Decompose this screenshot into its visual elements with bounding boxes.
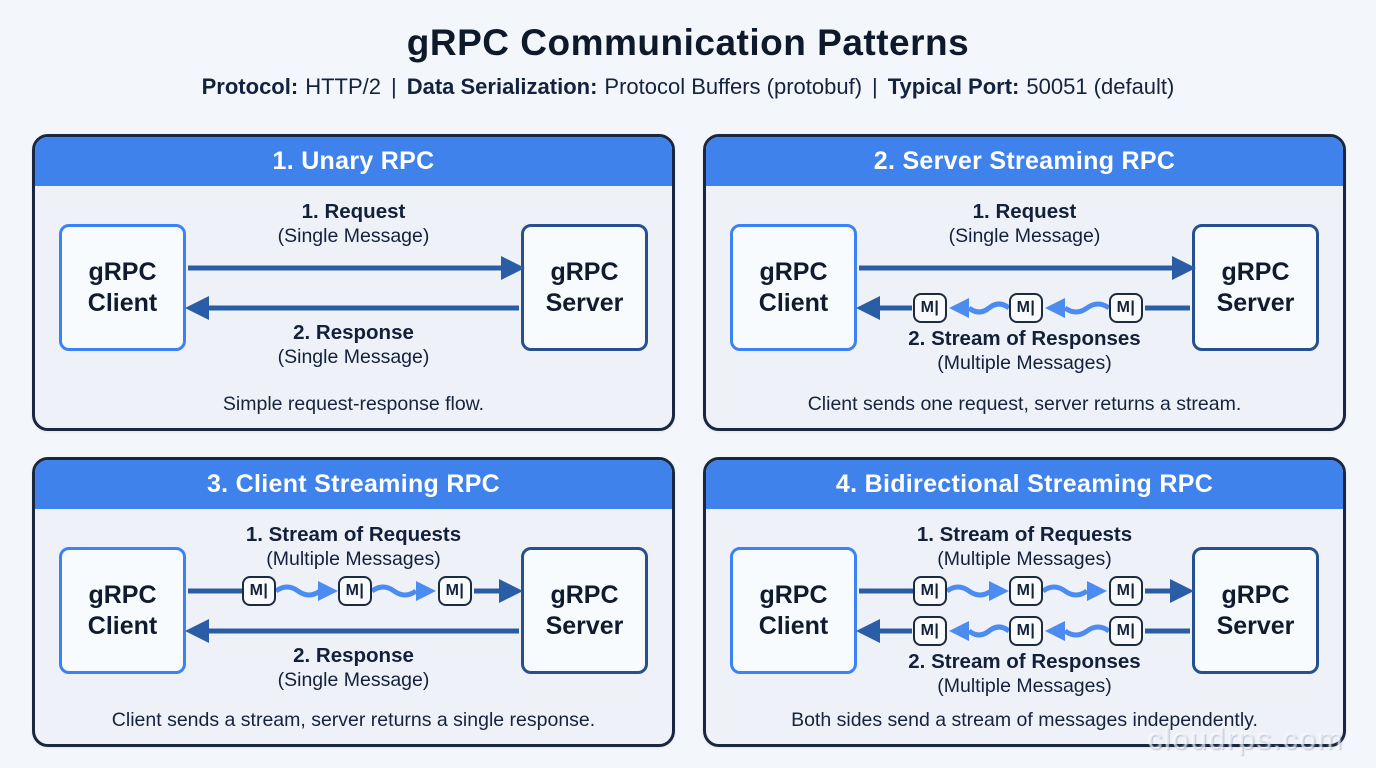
- response-stream-label: 2. Stream of Responses (Multiple Message…: [856, 649, 1193, 698]
- protocol-value: HTTP/2: [305, 74, 381, 99]
- panel-bidirectional-streaming-rpc: 4. Bidirectional Streaming RPC gRPC Clie…: [703, 457, 1346, 747]
- port-value: 50051 (default): [1026, 74, 1175, 99]
- panel-caption: Both sides send a stream of messages ind…: [791, 709, 1258, 731]
- panel-server-streaming-rpc: 2. Server Streaming RPC gRPC Client gRPC…: [703, 134, 1346, 431]
- panel-title: 2. Server Streaming RPC: [706, 137, 1343, 186]
- subtitle: Protocol:HTTP/2 | Data Serialization:Proto…: [0, 73, 1376, 101]
- request-stream-label: 1. Stream of Requests (Multiple Messages…: [185, 522, 522, 571]
- arrow-label-sub: (Single Message): [277, 225, 430, 247]
- request-label: 1. Request (Single Message): [856, 199, 1193, 248]
- page-title: gRPC Communication Patterns: [406, 22, 970, 63]
- arrow-label-sub: (Multiple Messages): [937, 675, 1112, 697]
- panel-unary-rpc: 1. Unary RPC gRPC Client gRPC Server 1. …: [32, 134, 675, 431]
- arrow-label-sub: (Single Message): [277, 346, 430, 368]
- panel-caption: Client sends one request, server returns…: [807, 393, 1242, 415]
- panel-title: 4. Bidirectional Streaming RPC: [706, 460, 1343, 509]
- panel-title: 1. Unary RPC: [35, 137, 672, 186]
- arrow-label-title: 1. Stream of Requests: [245, 523, 462, 546]
- arrow-label-sub: (Multiple Messages): [937, 548, 1112, 570]
- grpc-server-node: gRPC Server: [1192, 547, 1319, 674]
- arrow-label-title: 2. Response: [293, 644, 414, 667]
- grpc-client-node: gRPC Client: [730, 224, 857, 351]
- arrow-label-sub: (Single Message): [277, 669, 430, 691]
- serialization-label: Data Serialization:: [406, 74, 598, 99]
- arrow-label-sub: (Multiple Messages): [937, 352, 1112, 374]
- separator: |: [390, 74, 397, 99]
- arrow-label-title: 1. Request: [972, 200, 1077, 223]
- panel-caption: Simple request-response flow.: [222, 393, 485, 415]
- message-chip: M|: [1009, 293, 1043, 323]
- arrow-label-title: 2. Stream of Responses: [908, 650, 1141, 673]
- grpc-server-node: gRPC Server: [521, 547, 648, 674]
- grpc-client-node: gRPC Client: [730, 547, 857, 674]
- message-chip: M|: [1109, 616, 1143, 646]
- message-chip: M|: [1109, 293, 1143, 323]
- message-chip: M|: [438, 576, 472, 606]
- arrow-label-title: 1. Stream of Requests: [916, 523, 1133, 546]
- message-chip: M|: [913, 576, 947, 606]
- message-chip: M|: [242, 576, 276, 606]
- request-stream-label: 1. Stream of Requests (Multiple Messages…: [856, 522, 1193, 571]
- panels-grid: 1. Unary RPC gRPC Client gRPC Server 1. …: [32, 134, 1346, 747]
- grpc-server-node: gRPC Server: [521, 224, 648, 351]
- message-chip: M|: [913, 616, 947, 646]
- arrow-label-sub: (Single Message): [948, 225, 1101, 247]
- grpc-client-node: gRPC Client: [59, 547, 186, 674]
- panel-caption: Client sends a stream, server returns a …: [111, 709, 596, 731]
- panel-title: 3. Client Streaming RPC: [35, 460, 672, 509]
- message-chip: M|: [338, 576, 372, 606]
- message-chip: M|: [1109, 576, 1143, 606]
- response-label: 2. Response (Single Message): [185, 643, 522, 692]
- panel-body: gRPC Client gRPC Server 1. Stream of Req…: [706, 509, 1343, 744]
- serialization-value: Protocol Buffers (protobuf): [604, 74, 863, 99]
- grpc-server-node: gRPC Server: [1192, 224, 1319, 351]
- panel-body: gRPC Client gRPC Server 1. Stream of Req…: [35, 509, 672, 744]
- message-chip: M|: [1009, 576, 1043, 606]
- arrow-label-sub: (Multiple Messages): [266, 548, 441, 570]
- protocol-label: Protocol:: [201, 74, 299, 99]
- grpc-client-node: gRPC Client: [59, 224, 186, 351]
- message-chip: M|: [913, 293, 947, 323]
- panel-body: gRPC Client gRPC Server 1. Request (Sing…: [706, 186, 1343, 428]
- arrow-label-title: 2. Response: [293, 321, 414, 344]
- message-chip: M|: [1009, 616, 1043, 646]
- arrow-label-title: 2. Stream of Responses: [908, 327, 1141, 350]
- response-label: 2. Response (Single Message): [185, 320, 522, 369]
- response-stream-label: 2. Stream of Responses (Multiple Message…: [856, 326, 1193, 375]
- port-label: Typical Port:: [887, 74, 1020, 99]
- panel-body: gRPC Client gRPC Server 1. Request (Sing…: [35, 186, 672, 428]
- request-label: 1. Request (Single Message): [185, 199, 522, 248]
- arrow-label-title: 1. Request: [301, 200, 406, 223]
- separator: |: [872, 74, 878, 99]
- panel-client-streaming-rpc: 3. Client Streaming RPC gRPC Client gRPC…: [32, 457, 675, 747]
